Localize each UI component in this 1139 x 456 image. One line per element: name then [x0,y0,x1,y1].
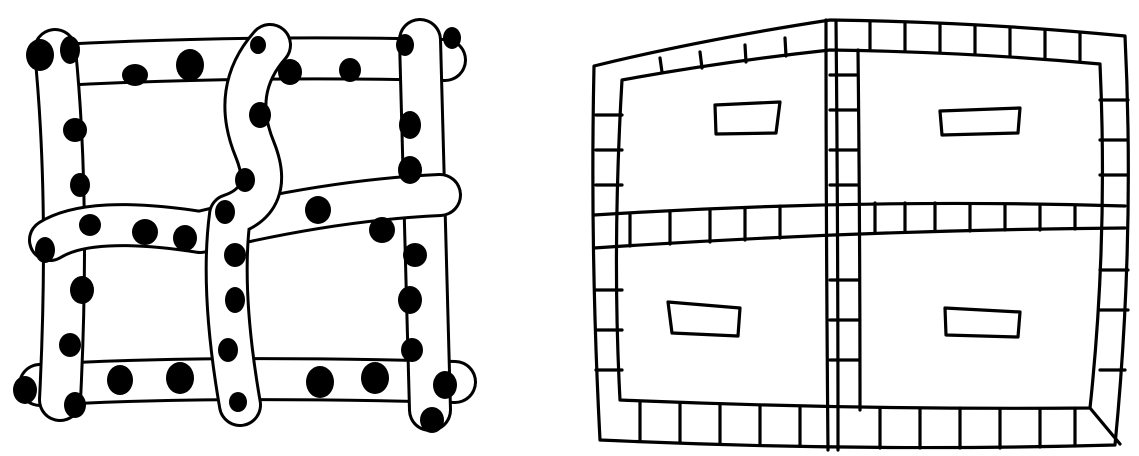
spot [59,333,81,357]
spot [443,27,461,49]
spot [250,36,266,54]
spot [225,287,245,313]
window-bottom-left [668,302,740,336]
spot [79,214,101,236]
spot [278,59,302,85]
tile-divider [700,52,702,68]
window-bottom-right [945,308,1020,337]
spot [403,243,427,267]
spot [401,338,423,362]
spot [70,173,90,197]
spot [132,219,158,245]
spot [305,196,331,224]
spot [249,102,271,128]
tile-divider [785,38,786,56]
center-vertical-left-inner [858,50,860,410]
spot [173,225,197,251]
spot [235,168,255,192]
spot [63,118,87,142]
spot [369,217,395,243]
spot [224,243,246,267]
spot [306,366,334,398]
spot [107,365,133,395]
spot [166,362,194,394]
spot [361,362,389,394]
spot [64,392,86,418]
spot [229,392,247,412]
spot [433,371,457,399]
spot [60,36,80,64]
window-top-right [940,108,1020,135]
spot [398,156,422,184]
tiled-grid-with-rectangles [593,20,1128,450]
spot [13,376,37,404]
spot [218,338,238,362]
spot [398,286,422,314]
spot [215,200,235,224]
tile-divider [745,45,746,62]
spot [420,407,444,433]
spot [396,34,414,56]
spot [70,276,94,304]
spot [339,58,361,82]
spot [399,111,421,139]
tile-divider [660,58,662,72]
spotted-knot-grid [13,27,461,433]
spot [26,39,54,71]
window-top-left [715,102,780,134]
spot [122,64,148,86]
spot [35,237,55,263]
spot [176,49,204,81]
